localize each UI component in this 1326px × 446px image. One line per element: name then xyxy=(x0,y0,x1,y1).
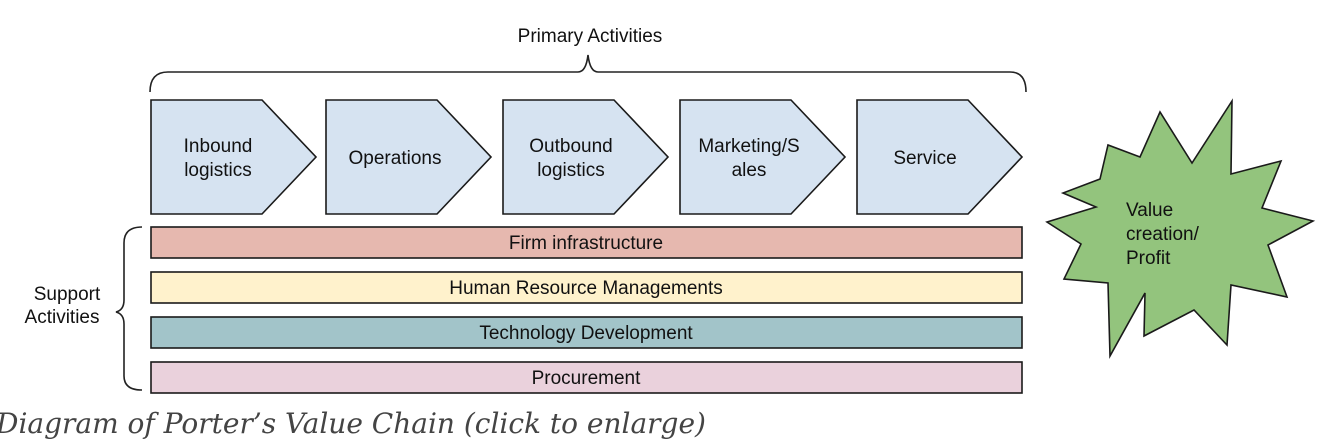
support-bar-label: Human Resource Managements xyxy=(449,278,723,299)
starburst-label-line1: Value xyxy=(1126,200,1173,221)
support-bar-label: Procurement xyxy=(532,368,641,389)
support-bar-label: Technology Development xyxy=(479,323,693,344)
support-activities-label-line2: Activities xyxy=(25,307,100,328)
support-bar-procurement: Procurement xyxy=(150,361,1023,394)
enlarge-link[interactable]: (click to enlarge) xyxy=(463,407,706,440)
support-bar-firm-infrastructure: Firm infrastructure xyxy=(150,226,1023,259)
figure-caption: Diagram of Porter’s Value Chain (click t… xyxy=(0,407,706,440)
chevron-label-line2: ales xyxy=(732,160,767,181)
value-creation-starburst: Value creation/ Profit xyxy=(1045,98,1316,359)
chevron-label-line1: Marketing/S xyxy=(698,136,799,157)
chevron-inbound-logistics: Inbound logistics xyxy=(150,99,318,215)
primary-activities-brace xyxy=(149,54,1027,93)
chevron-label-line2: logistics xyxy=(537,160,605,181)
chevron-label-line1: Outbound xyxy=(529,136,612,157)
starburst-label-line2: creation/ xyxy=(1126,224,1200,245)
chevron-label-line1: Service xyxy=(893,148,956,169)
starburst-label-line3: Profit xyxy=(1126,248,1171,269)
support-bar-human-resource: Human Resource Managements xyxy=(150,271,1023,304)
chevron-label-line1: Operations xyxy=(349,148,442,169)
caption-text: Diagram of Porter’s Value Chain xyxy=(0,407,455,440)
support-bar-label: Firm infrastructure xyxy=(509,233,663,254)
chevron-outbound-logistics: Outbound logistics xyxy=(502,99,670,215)
primary-activities-heading: Primary Activities xyxy=(518,26,663,47)
support-activities-brace xyxy=(115,226,143,391)
chevron-service: Service xyxy=(856,99,1024,215)
chevron-operations: Operations xyxy=(325,99,493,215)
chevron-marketing-sales: Marketing/S ales xyxy=(679,99,847,215)
chevron-label-line2: logistics xyxy=(184,160,252,181)
starburst-shape xyxy=(1045,98,1316,359)
support-activities-label-line1: Support xyxy=(34,284,101,305)
support-bar-technology-development: Technology Development xyxy=(150,316,1023,349)
chevron-label-line1: Inbound xyxy=(184,136,253,157)
